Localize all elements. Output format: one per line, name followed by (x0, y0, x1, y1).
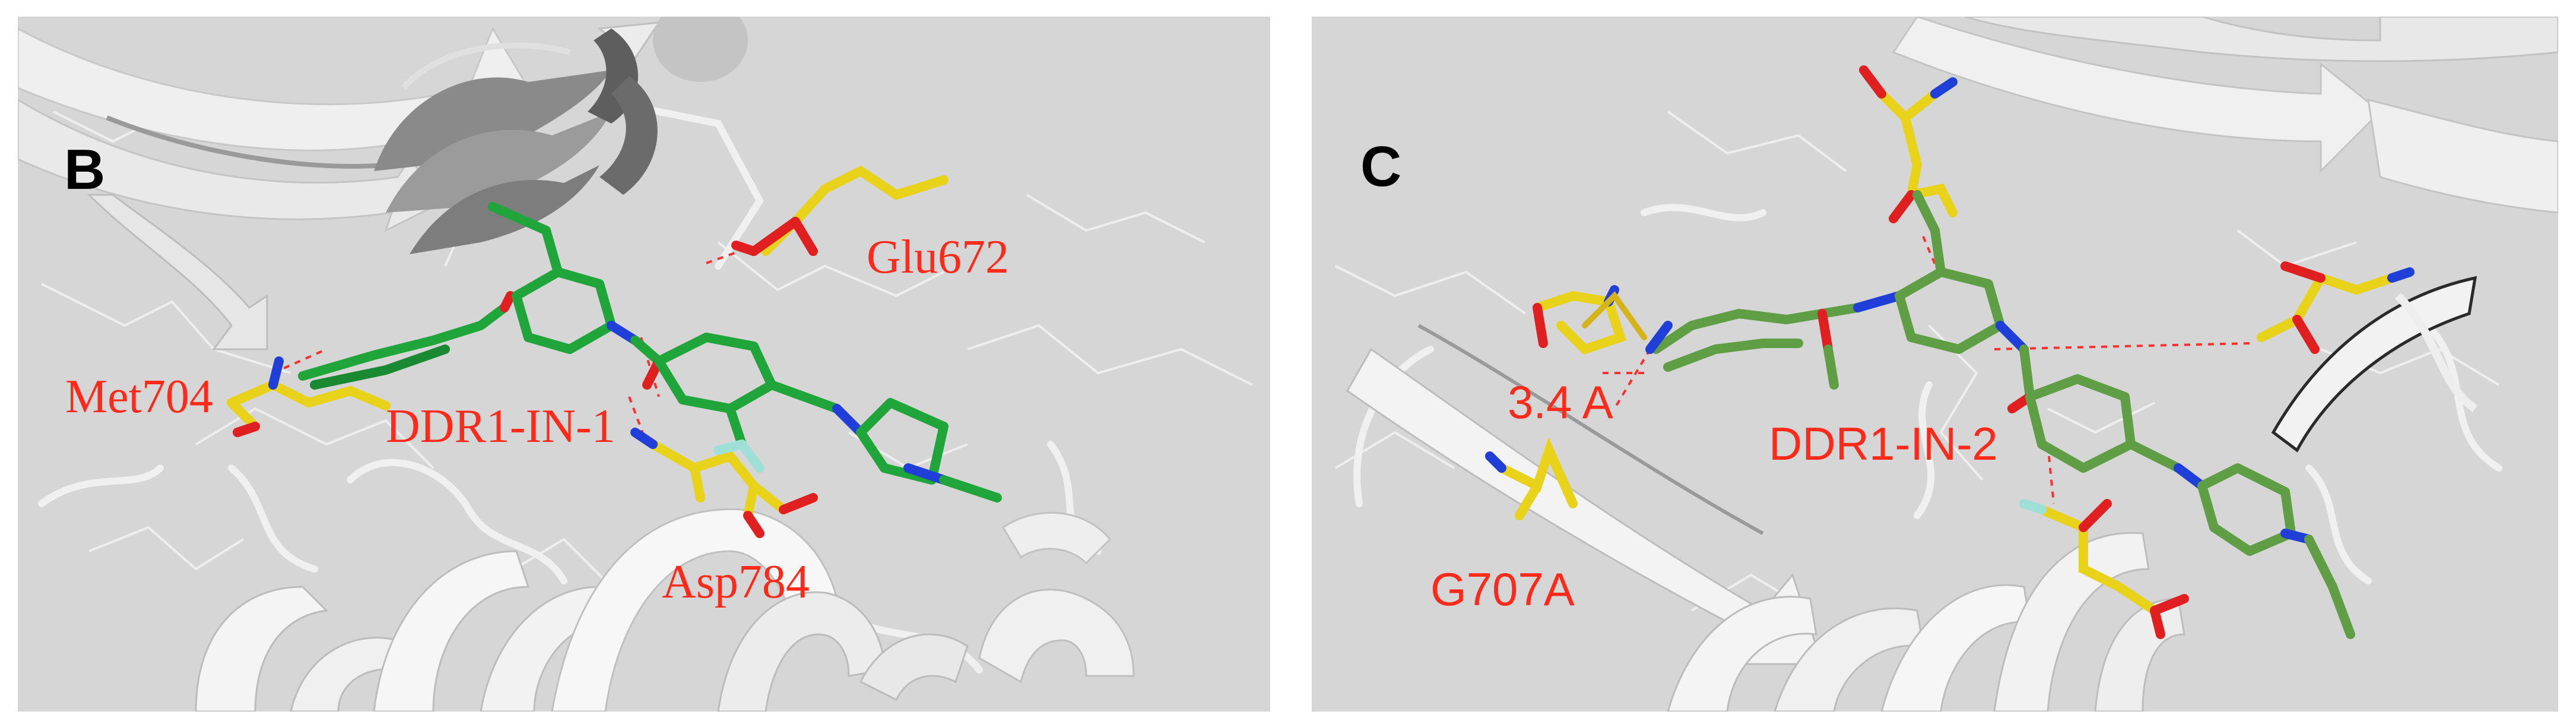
panel-c-right-residue-sticks (2257, 261, 2415, 354)
distance-label: 3.4 A (1508, 376, 1613, 428)
panel-c-bottom-residue-sticks (2019, 499, 2189, 639)
panel-c-lower-strands (1346, 324, 1824, 665)
panel-c-backbone-tubes (1353, 204, 2502, 584)
asp784-label: Asp784 (662, 556, 810, 608)
panel-b-glu672-sticks (731, 165, 948, 256)
panel-c-structure-view: C 3.4 A DDR1-IN-2 G707A (1312, 17, 2558, 712)
g707a-label: G707A (1430, 563, 1575, 615)
panel-c-g707a-sticks (1485, 437, 1578, 520)
panel-c-top-residue-sticks (1859, 65, 1958, 223)
panel-b-met704-sticks (227, 356, 391, 437)
panel-c-letter: C (1360, 135, 1402, 198)
panel-b-alpha-helix-bottom (195, 508, 1135, 712)
ddr1-in-1-label: DDR1-IN-1 (386, 400, 616, 453)
panel-c-alpha-helix (1667, 532, 2185, 712)
panel-b-molecular-render (18, 17, 1253, 712)
panel-b-asp784-sticks (630, 428, 818, 538)
panel-b-alpha-helix-top (374, 17, 748, 254)
met704-label: Met704 (65, 371, 213, 423)
panel-c-beta-sheets (1892, 17, 2558, 453)
panel-c-ddr1-in-2-ligand (1645, 190, 2355, 639)
panel-b-structure-view: B Glu672 Met704 DDR1-IN-1 Asp784 (18, 17, 1270, 712)
ddr1-in-2-label: DDR1-IN-2 (1769, 418, 1998, 470)
panel-c-molecular-render (1334, 17, 2558, 712)
panel-c-background-wires (1334, 110, 2500, 612)
panel-c-left-residue-sticks (1533, 285, 1647, 355)
panel-b-letter: B (64, 138, 106, 201)
glu672-label: Glu672 (867, 231, 1009, 283)
panel-b-ddr1-in-1-ligand (298, 202, 1002, 502)
